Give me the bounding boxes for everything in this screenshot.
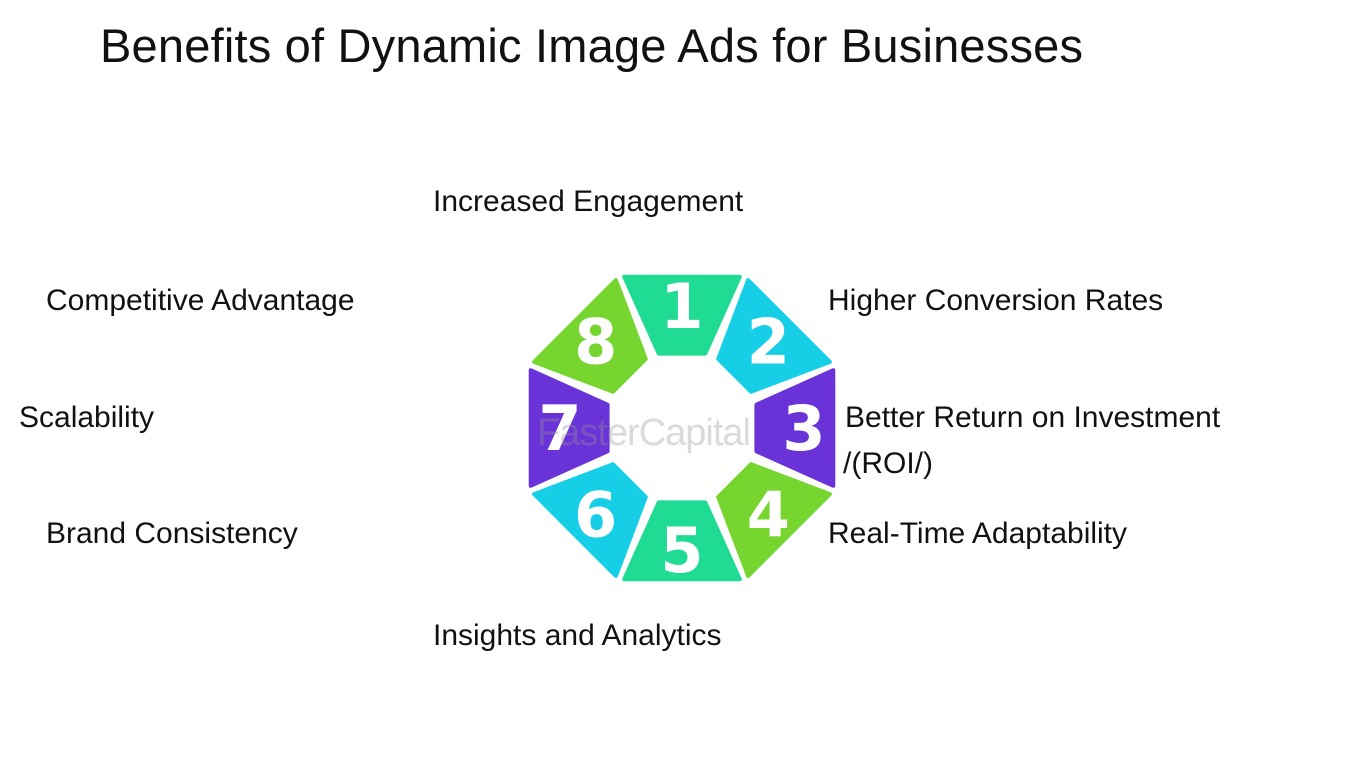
segment-5 [622,500,742,582]
segment-number-4: 4 [747,478,790,551]
segment-2 [716,278,832,394]
label-competitive-advantage: Competitive Advantage [46,284,355,317]
label-brand-consistency: Brand Consistency [46,517,298,550]
segment-number-3: 3 [782,392,825,465]
label-real-time-adaptability: Real-Time Adaptability [828,517,1128,550]
segment-number-7: 7 [538,392,581,465]
label-higher-conversion-rates: Higher Conversion Rates [828,284,1164,317]
label-better-roi-suffix: /(ROI/) [843,447,933,480]
page-title: Benefits of Dynamic Image Ads for Busine… [100,19,1084,72]
segment-4 [716,462,832,578]
segment-1 [622,274,742,356]
label-scalability: Scalability [19,401,155,434]
segment-6 [532,462,648,578]
segment-number-6: 6 [574,478,617,551]
watermark: FasterCapital [537,412,751,454]
segment-number-1: 1 [660,270,703,343]
segment-number-2: 2 [747,306,790,379]
segment-number-5: 5 [660,514,703,587]
segment-number-8: 8 [574,306,617,379]
label-better-roi: Better Return on Investment [845,401,1221,434]
segment-3 [754,368,836,488]
label-increased-engagement: Increased Engagement [433,185,744,218]
segment-7 [528,368,610,488]
label-insights-and-analytics: Insights and Analytics [433,619,722,652]
segment-8 [532,278,648,394]
